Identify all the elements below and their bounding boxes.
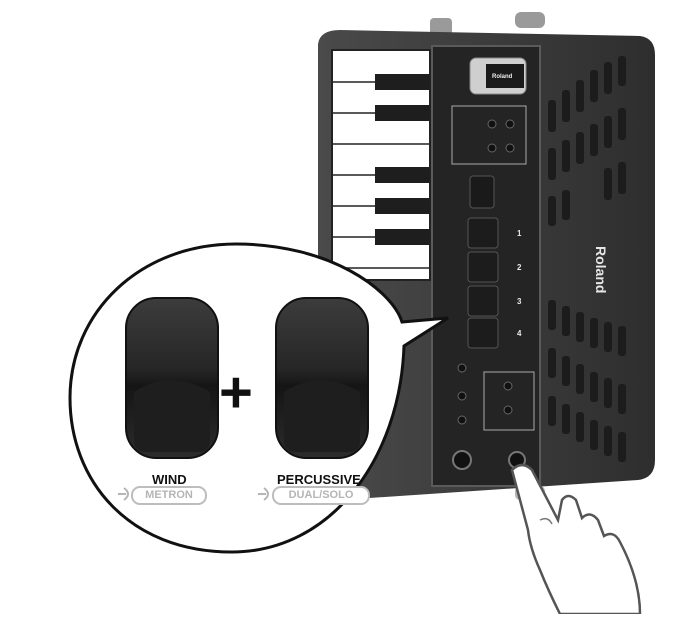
percussive-label: PERCUSSIVE <box>277 472 361 487</box>
register-number-4: 4 <box>517 329 522 338</box>
register-number-1: 1 <box>517 229 522 238</box>
metron-label: METRON <box>131 486 207 505</box>
set-button[interactable] <box>469 175 495 209</box>
wind-label: WIND <box>152 472 187 487</box>
register-button-3[interactable] <box>467 285 499 317</box>
small-knobs-bottom <box>457 363 513 425</box>
percussive-button-large[interactable] <box>275 297 369 459</box>
connector-icon <box>118 487 129 501</box>
orchestra-right-box <box>483 371 535 431</box>
plus-sign: + <box>219 360 253 425</box>
badge-logo-text: Roland <box>492 74 513 80</box>
register-buttons <box>467 217 499 349</box>
side-logo-text: Roland <box>593 246 609 293</box>
orchestra-left-box <box>451 105 527 165</box>
connector-icon <box>258 487 269 501</box>
register-button-4[interactable] <box>467 317 499 349</box>
piano-keyboard <box>331 49 431 281</box>
volume-knob[interactable] <box>452 450 472 470</box>
register-button-1[interactable] <box>467 217 499 249</box>
logo-badge-screen <box>486 64 524 88</box>
speaker-grille <box>548 56 626 462</box>
pointing-hand-icon <box>510 463 642 616</box>
strap-ring-right <box>515 12 545 28</box>
register-number-3: 3 <box>517 297 522 306</box>
dual-solo-label: DUAL/SOLO <box>272 486 370 505</box>
register-button-2[interactable] <box>467 251 499 283</box>
small-knobs-top <box>487 119 515 153</box>
wind-button-large[interactable] <box>125 297 219 459</box>
strap-ring-left <box>430 18 452 36</box>
register-number-2: 2 <box>517 263 522 272</box>
